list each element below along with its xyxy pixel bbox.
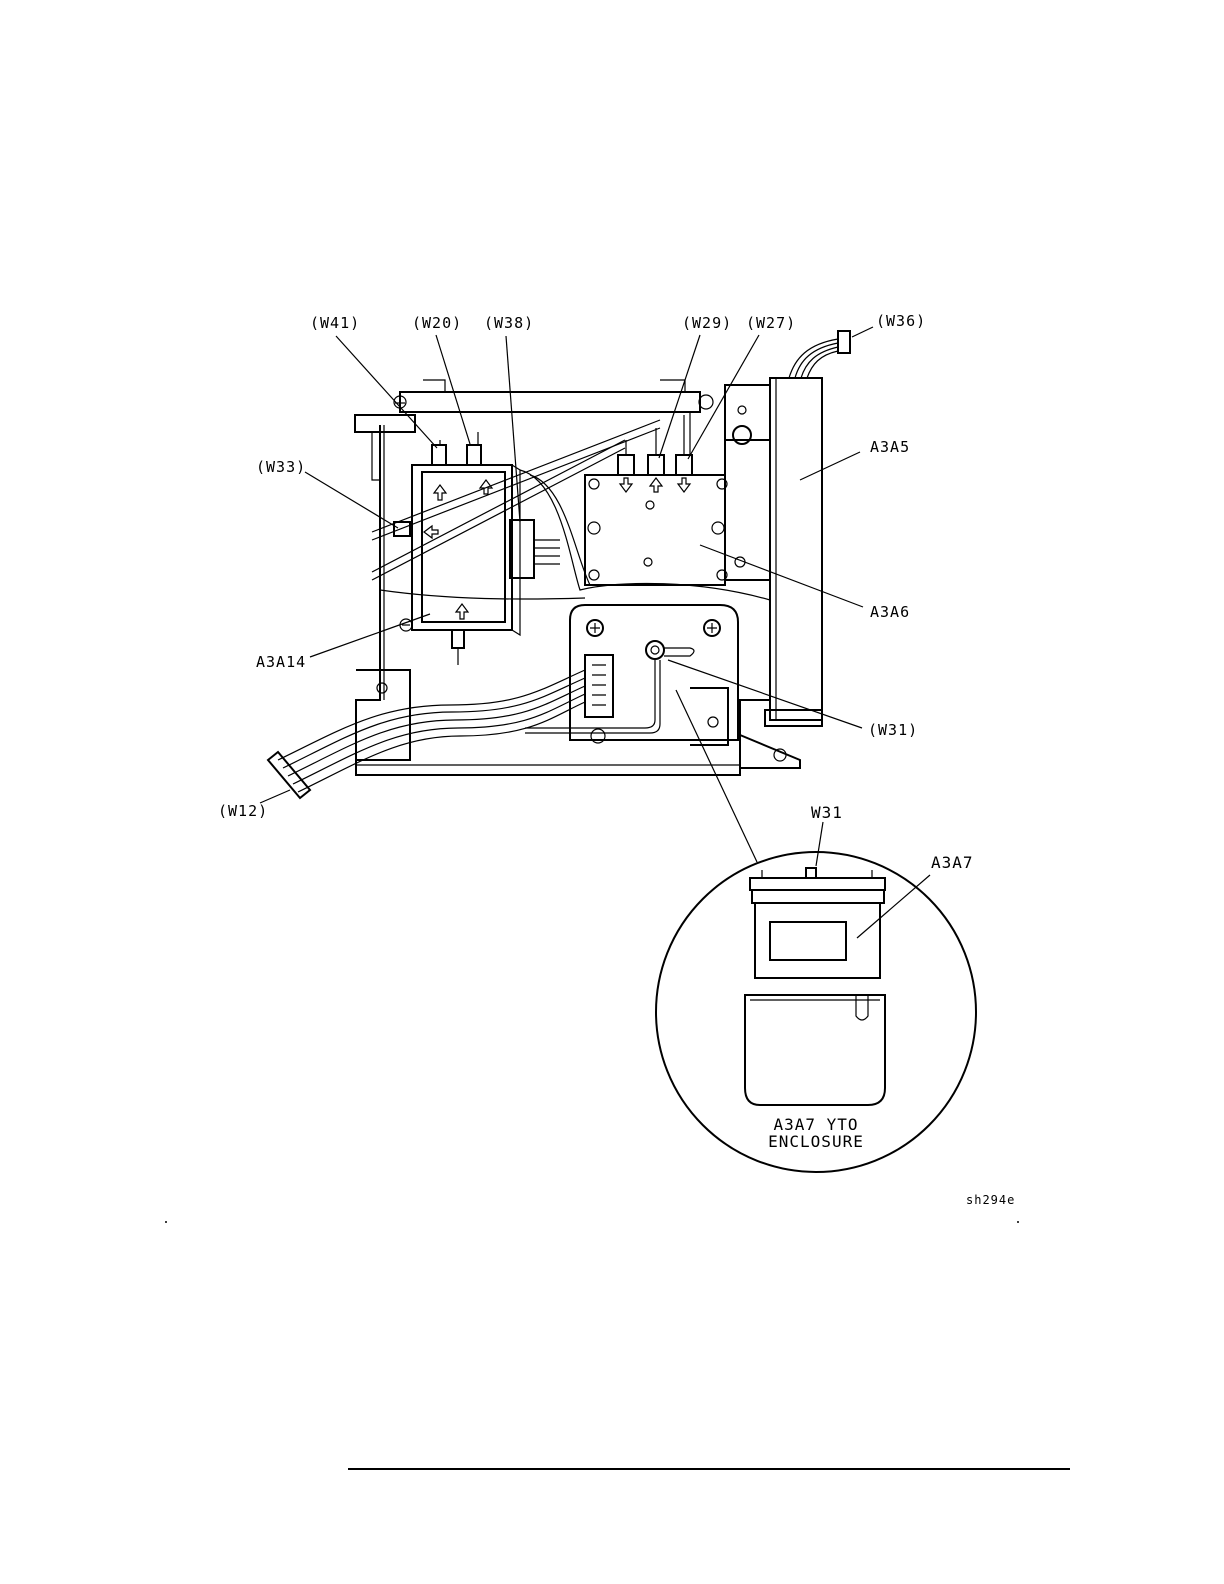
figure-id: sh294e	[966, 1193, 1015, 1207]
label-w29: (W29)	[682, 314, 732, 332]
label-w33: (W33)	[256, 458, 306, 476]
label-w12: (W12)	[218, 802, 268, 820]
label-w38: (W38)	[484, 314, 534, 332]
callout-leaders	[260, 327, 873, 803]
label-w31: (W31)	[868, 721, 918, 739]
label-a3a5: A3A5	[870, 438, 910, 456]
yto-housing	[525, 605, 738, 745]
detail-label-w31: W31	[811, 803, 843, 822]
label-a3a6: A3A6	[870, 603, 910, 621]
label-w41: (W41)	[310, 314, 360, 332]
label-w20: (W20)	[412, 314, 462, 332]
detail-label-a3a7: A3A7	[931, 853, 974, 872]
a3a6-board	[585, 455, 727, 585]
page-mark-right	[1017, 1221, 1019, 1223]
a3a5-board	[725, 331, 850, 726]
label-a3a14: A3A14	[256, 653, 306, 671]
label-w27: (W27)	[746, 314, 796, 332]
a3a14-module	[394, 445, 520, 665]
detail-caption-line2: ENCLOSURE	[768, 1132, 864, 1151]
semi-rigid-cables	[372, 412, 770, 600]
page-mark-left	[165, 1221, 167, 1223]
w38-component	[510, 520, 534, 578]
w12-ribbon-cable	[268, 670, 585, 798]
label-w36: (W36)	[876, 312, 926, 330]
